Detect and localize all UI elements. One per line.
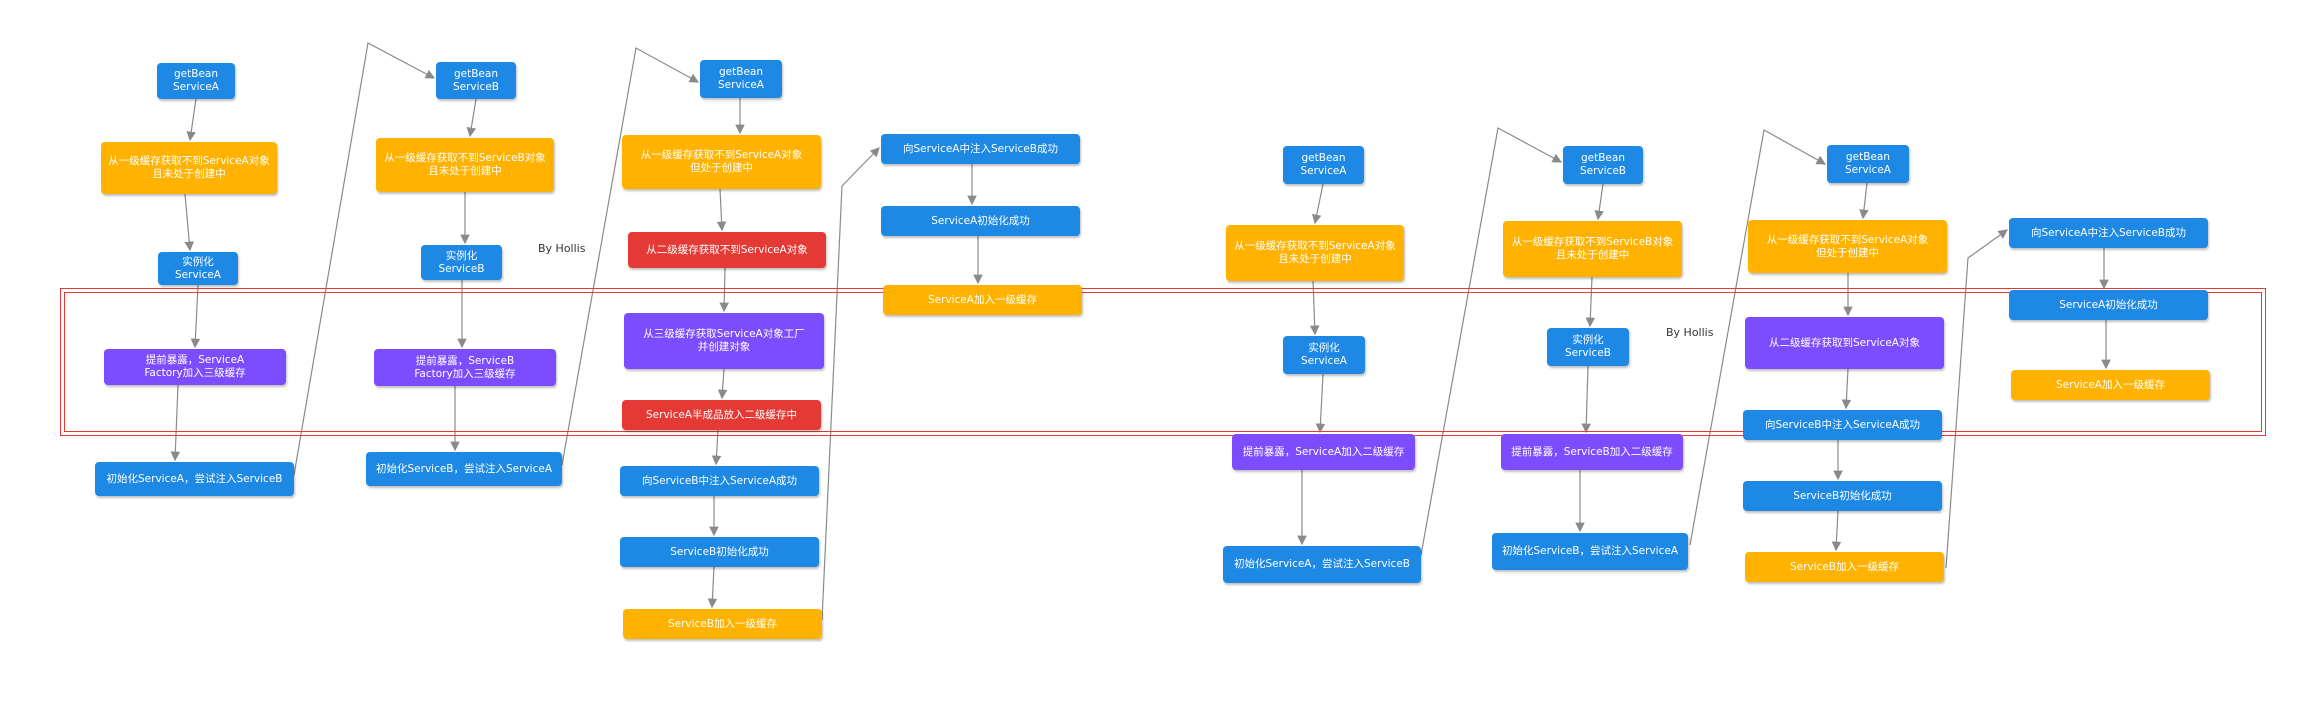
d2-c3-arrow-3 bbox=[1841, 368, 1852, 410]
d2-jump-3 bbox=[1945, 229, 2008, 569]
d2-l1-miss-servicea-creating: 从一级缓存获取不到ServiceA对象 但处于创建中 bbox=[1748, 220, 1947, 273]
d2-l1-miss-serviceb: 从一级缓存获取不到ServiceB对象 且未处于创建中 bbox=[1503, 221, 1682, 277]
d1-serviceb-to-l1: ServiceB加入一级缓存 bbox=[623, 609, 822, 639]
d2-c2-arrow-3 bbox=[1581, 365, 1592, 434]
d1-l1-miss-servicea-creating: 从一级缓存获取不到ServiceA对象 但处于创建中 bbox=[622, 135, 821, 189]
d2-c3-arrow-5 bbox=[1831, 510, 1842, 552]
d2-inject-b-into-a: 向ServiceA中注入ServiceB成功 bbox=[2009, 218, 2208, 248]
d2-getbean-servicea-again: getBean ServiceA bbox=[1827, 145, 1909, 183]
d1-l2-miss-servicea: 从二级缓存获取不到ServiceA对象 bbox=[628, 232, 826, 268]
d1-expose-serviceb-factory: 提前暴露，ServiceB Factory加入三级缓存 bbox=[374, 349, 556, 386]
d2-expose-servicea-l2: 提前暴露，ServiceA加入二级缓存 bbox=[1232, 434, 1415, 470]
d1-c3-arrow-7 bbox=[707, 566, 718, 609]
d1-servicea-init-ok: ServiceA初始化成功 bbox=[881, 206, 1080, 236]
d1-serviceb-init-ok: ServiceB初始化成功 bbox=[620, 537, 819, 567]
d1-instantiate-serviceb: 实例化ServiceB bbox=[421, 245, 502, 280]
d1-jump-3 bbox=[821, 147, 880, 621]
d1-c1-arrow-3 bbox=[190, 284, 201, 349]
d1-expose-servicea-factory: 提前暴露，ServiceA Factory加入三级缓存 bbox=[104, 349, 286, 385]
d2-l1-miss-servicea: 从一级缓存获取不到ServiceA对象 且未处于创建中 bbox=[1226, 225, 1404, 281]
d2-expose-serviceb-l2: 提前暴露，ServiceB加入二级缓存 bbox=[1501, 434, 1683, 470]
d1-l1-miss-serviceb: 从一级缓存获取不到ServiceB对象 且未处于创建中 bbox=[376, 138, 554, 192]
d1-jump-2 bbox=[561, 47, 700, 466]
d1-l3-get-factory: 从三级缓存获取ServiceA对象工厂 并创建对象 bbox=[624, 313, 824, 369]
d1-instantiate-servicea: 实例化ServiceA bbox=[158, 252, 238, 285]
d1-getbean-servicea: getBean ServiceA bbox=[157, 63, 235, 99]
d2-inject-a-into-b: 向ServiceB中注入ServiceA成功 bbox=[1743, 410, 1942, 440]
watermark-2: By Hollis bbox=[1666, 326, 1714, 339]
d2-c1-arrow-2 bbox=[1309, 280, 1320, 336]
d1-c1-arrow-1 bbox=[186, 98, 197, 142]
d2-l2-hit-servicea: 从二级缓存获取到ServiceA对象 bbox=[1745, 317, 1944, 369]
d2-serviceb-to-l1: ServiceB加入一级缓存 bbox=[1745, 552, 1944, 582]
d1-half-product-to-l2: ServiceA半成品放入二级缓存中 bbox=[622, 400, 821, 430]
d2-init-servicea: 初始化ServiceA，尝试注入ServiceB bbox=[1223, 546, 1421, 583]
d1-servicea-to-l1: ServiceA加入一级缓存 bbox=[883, 285, 1082, 315]
d2-instantiate-serviceb: 实例化ServiceB bbox=[1547, 328, 1629, 366]
d1-jump-1 bbox=[293, 42, 436, 476]
d1-init-serviceb: 初始化ServiceB，尝试注入ServiceA bbox=[366, 452, 562, 486]
d1-init-servicea: 初始化ServiceA，尝试注入ServiceB bbox=[95, 462, 294, 496]
d2-getbean-servicea: getBean ServiceA bbox=[1283, 146, 1364, 184]
d1-c3-arrow-2 bbox=[716, 188, 727, 232]
d1-l1-miss-servicea: 从一级缓存获取不到ServiceA对象 且未处于创建中 bbox=[101, 142, 277, 194]
d1-getbean-servicea-again: getBean ServiceA bbox=[700, 60, 782, 98]
d2-serviceb-init-ok: ServiceB初始化成功 bbox=[1743, 481, 1942, 511]
d1-c1-arrow-2 bbox=[184, 193, 195, 252]
d2-servicea-to-l1: ServiceA加入一级缓存 bbox=[2011, 370, 2210, 400]
d2-instantiate-servicea: 实例化ServiceA bbox=[1283, 336, 1365, 374]
d1-getbean-serviceb: getBean ServiceB bbox=[436, 62, 516, 99]
d2-c1-arrow-3 bbox=[1315, 373, 1326, 434]
d1-c2-arrow-1 bbox=[466, 98, 477, 138]
d2-c2-arrow-2 bbox=[1585, 276, 1596, 328]
d1-inject-b-into-a: 向ServiceA中注入ServiceB成功 bbox=[881, 134, 1080, 164]
d2-c2-arrow-1 bbox=[1594, 183, 1604, 221]
watermark-1: By Hollis bbox=[538, 242, 586, 255]
d2-getbean-serviceb: getBean ServiceB bbox=[1563, 146, 1643, 184]
d1-inject-a-into-b: 向ServiceB中注入ServiceA成功 bbox=[620, 466, 819, 496]
highlight-box-inner bbox=[64, 292, 2262, 432]
highlight-box bbox=[60, 288, 2266, 436]
d1-c3-arrow-3 bbox=[719, 267, 729, 313]
d2-c1-arrow-1 bbox=[1311, 183, 1324, 225]
d2-init-serviceb: 初始化ServiceB，尝试注入ServiceA bbox=[1492, 533, 1688, 570]
d1-c1-arrow-4 bbox=[170, 384, 181, 462]
d2-c3-arrow-1 bbox=[1859, 182, 1869, 220]
d2-jump-2 bbox=[1689, 129, 1827, 546]
d1-c3-arrow-4 bbox=[717, 368, 728, 400]
d2-servicea-init-ok: ServiceA初始化成功 bbox=[2009, 290, 2208, 320]
d2-jump-1 bbox=[1420, 127, 1563, 556]
